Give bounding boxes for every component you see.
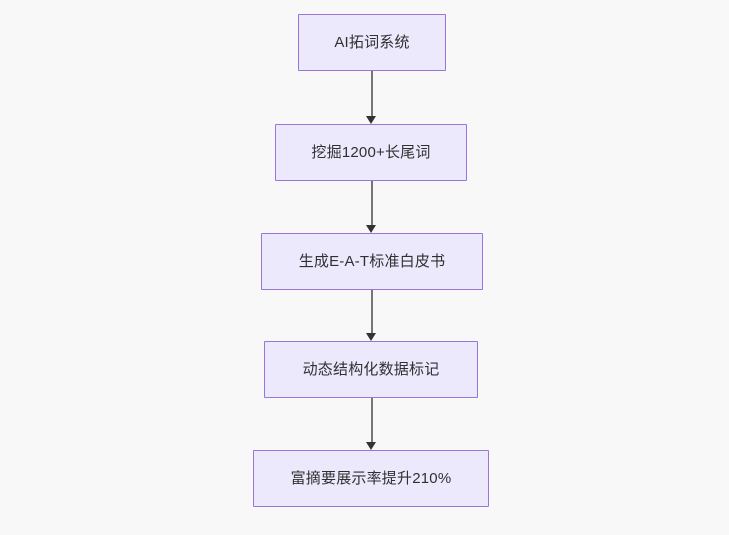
flowchart-node-5[interactable]: 富摘要展示率提升210% <box>253 450 489 507</box>
arrowhead-icon <box>366 116 377 124</box>
flowchart-edge-2-to-3 <box>366 181 377 233</box>
flowchart-node-5-label: 富摘要展示率提升210% <box>290 469 452 487</box>
edge-line <box>371 71 373 117</box>
flowchart-node-4[interactable]: 动态结构化数据标记 <box>264 341 478 398</box>
edge-line <box>371 290 373 334</box>
flowchart-node-2-label: 挖掘1200+长尾词 <box>311 143 431 161</box>
flowchart-node-2[interactable]: 挖掘1200+长尾词 <box>275 124 467 181</box>
flowchart-edge-3-to-4 <box>366 290 377 341</box>
flowchart-edge-4-to-5 <box>366 398 377 450</box>
flowchart-node-3-label: 生成E-A-T标准白皮书 <box>298 252 446 270</box>
edge-line <box>371 398 373 443</box>
edge-line <box>371 181 373 226</box>
flowchart-node-1-label: AI拓词系统 <box>334 33 410 51</box>
flowchart-node-4-label: 动态结构化数据标记 <box>302 360 440 378</box>
flowchart-node-3[interactable]: 生成E-A-T标准白皮书 <box>261 233 483 290</box>
flowchart-node-1[interactable]: AI拓词系统 <box>298 14 446 71</box>
flowchart-edge-1-to-2 <box>366 71 377 124</box>
arrowhead-icon <box>366 333 377 341</box>
arrowhead-icon <box>366 442 377 450</box>
arrowhead-icon <box>366 225 377 233</box>
